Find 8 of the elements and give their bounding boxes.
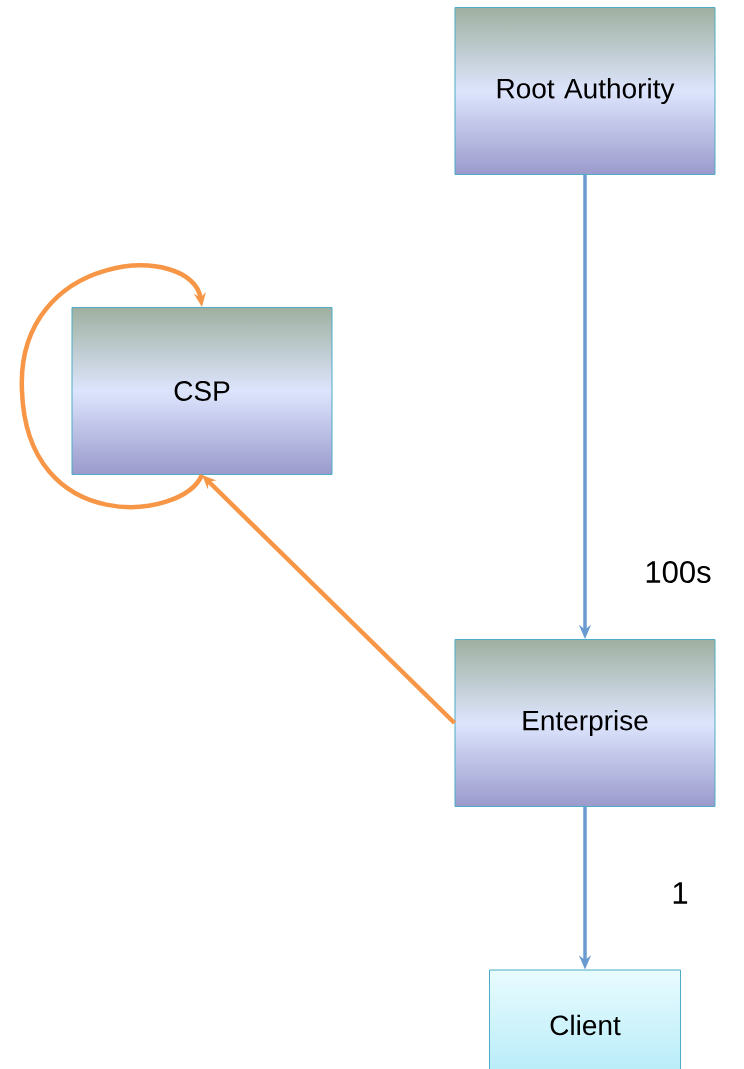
edge-label: 1: [670, 881, 690, 905]
process-box: Enterprise: [454, 639, 716, 807]
edge-label: 100s: [643, 560, 713, 584]
process-box: CSP: [71, 307, 333, 475]
arrow: [202, 475, 457, 725]
client-box: Client: [489, 969, 681, 1069]
process-box: Root Authority: [454, 7, 716, 175]
arrow: [19, 263, 206, 510]
